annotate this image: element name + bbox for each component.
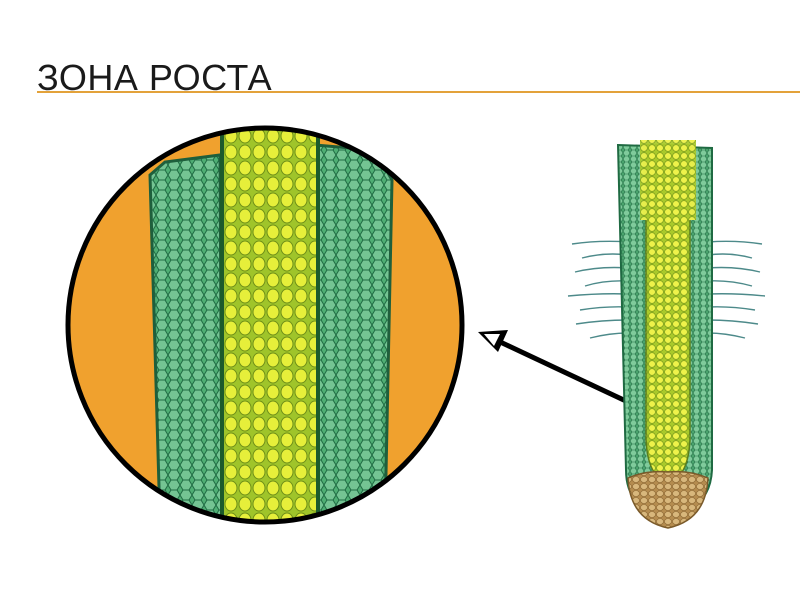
magnified-root-section <box>148 128 394 522</box>
arrow-icon <box>478 330 630 405</box>
title-underline <box>37 91 800 93</box>
magnifier-circle-icon <box>65 125 465 525</box>
root-hairs-right <box>707 240 766 339</box>
root-illustration <box>567 140 766 529</box>
slide-title: ЗОНА РОСТА <box>37 57 273 98</box>
root-hairs-left <box>567 240 629 339</box>
